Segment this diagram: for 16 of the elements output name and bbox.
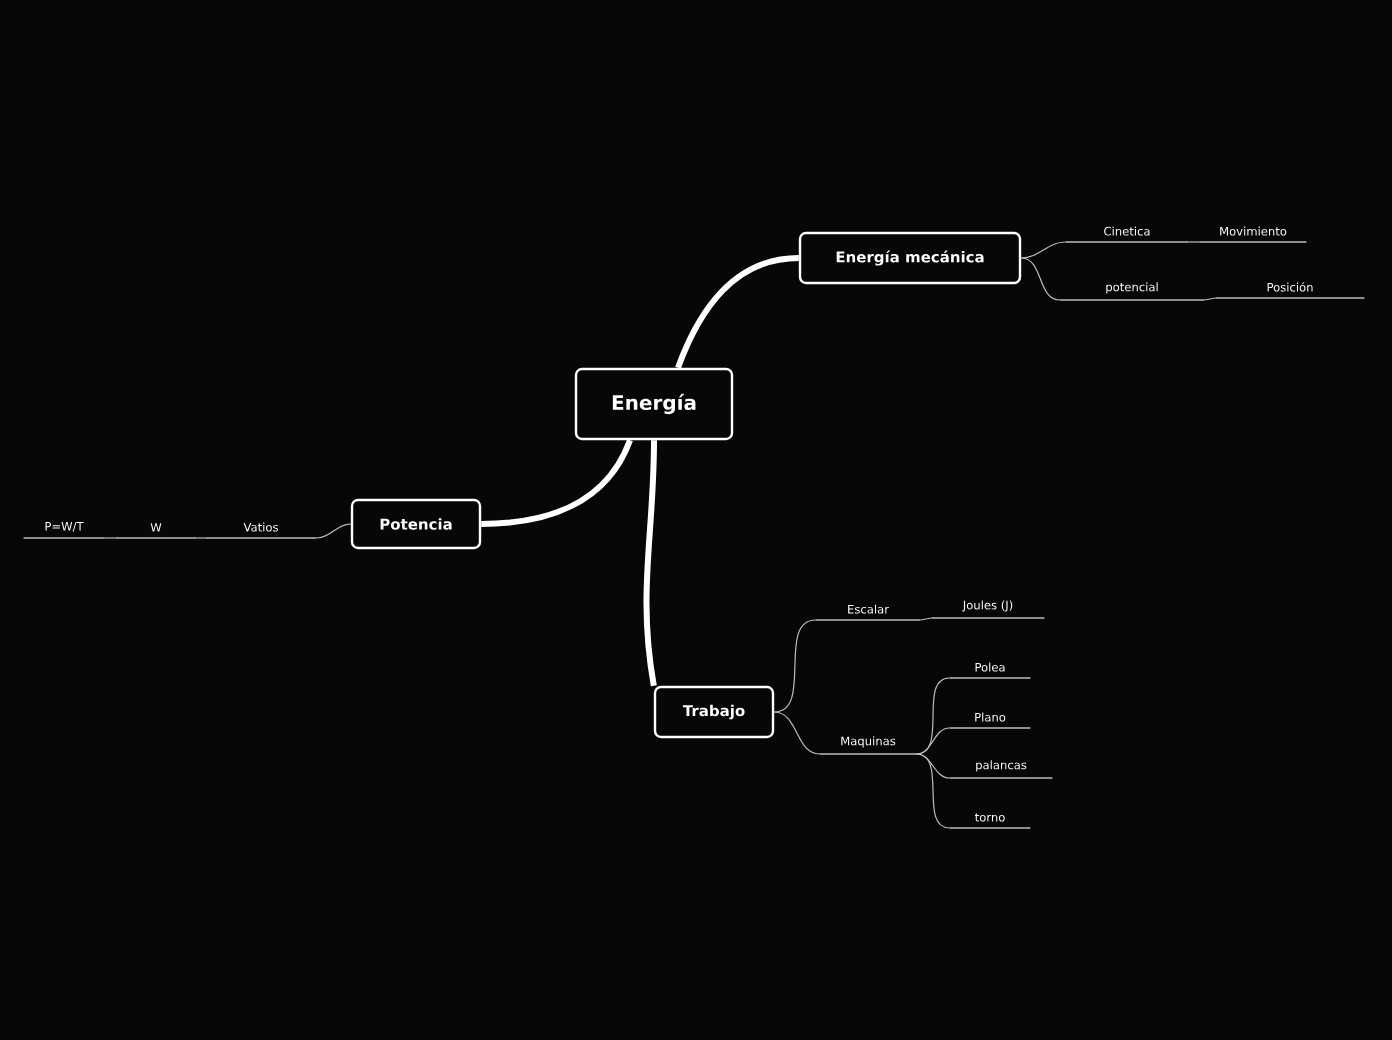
connector [675, 255, 799, 369]
connector [915, 753, 951, 829]
central-topic-box: Energía [574, 367, 734, 441]
connector [1020, 257, 1061, 301]
connector [315, 523, 352, 539]
connector [1203, 297, 1217, 301]
connector [1020, 241, 1067, 259]
connector [773, 619, 817, 713]
connector [915, 727, 951, 755]
connector [919, 617, 933, 621]
connector [1187, 241, 1201, 243]
connector [103, 537, 117, 539]
connector [195, 537, 207, 539]
connector [643, 440, 657, 687]
connector [773, 711, 821, 755]
connector [481, 439, 633, 527]
